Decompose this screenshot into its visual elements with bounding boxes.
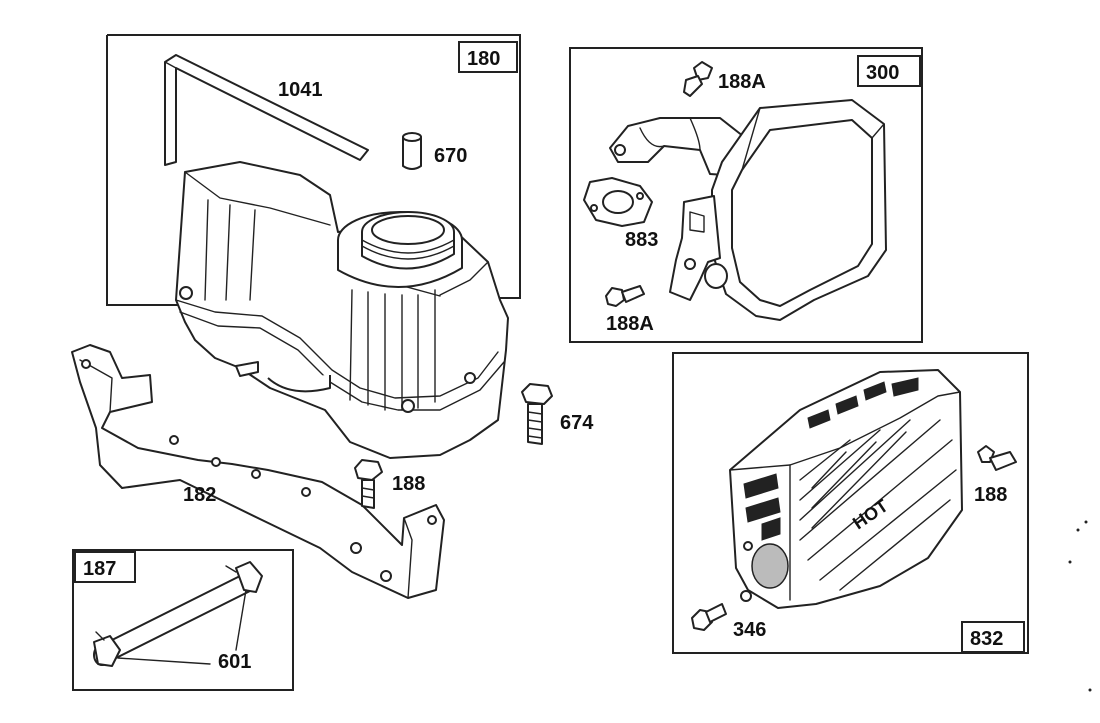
muffler [669,99,887,321]
bracket-1041 [164,54,369,166]
screw-188-right [977,445,1017,471]
group-187-frame: 187 [72,549,294,691]
group-832-frame: 832 [672,352,1029,654]
part-883-label: 883 [625,229,658,251]
part-188a-bottom-label: 188A [606,313,654,335]
fuel-line-601 [93,561,263,667]
bolt-188a-top [683,61,713,97]
group-832-label: 832 [970,628,1003,650]
bracket-182 [71,344,445,599]
part-346-label: 346 [733,619,766,641]
group-187-label: 187 [83,558,116,580]
part-670-label: 670 [434,145,467,167]
leader-601-b [235,589,247,651]
part-1041-label: 1041 [278,79,323,101]
bolt-188-left [354,459,383,509]
part-674-label: 674 [560,412,594,434]
part-182-label: 182 [183,484,216,506]
group-300-label: 300 [866,62,899,84]
part-188-left-label: 188 [392,473,425,495]
part-188-right-label: 188 [974,484,1007,506]
group-180-label: 180 [467,48,500,70]
part-601-label: 601 [218,651,251,673]
leader-601-a [117,657,211,665]
part-188a-top-label: 188A [718,71,766,93]
group-180-frame: 180 [106,34,521,306]
gasket-883 [583,177,653,227]
bolt-188a-bottom [605,285,645,307]
group-300-frame: 300 [569,47,923,343]
screw-346 [691,603,727,631]
scan-specks [1068,520,1092,692]
muffler-guard: HOT [729,369,963,609]
spacer-670 [402,132,422,170]
bolt-674 [521,383,553,445]
fuel-tank [175,161,509,459]
